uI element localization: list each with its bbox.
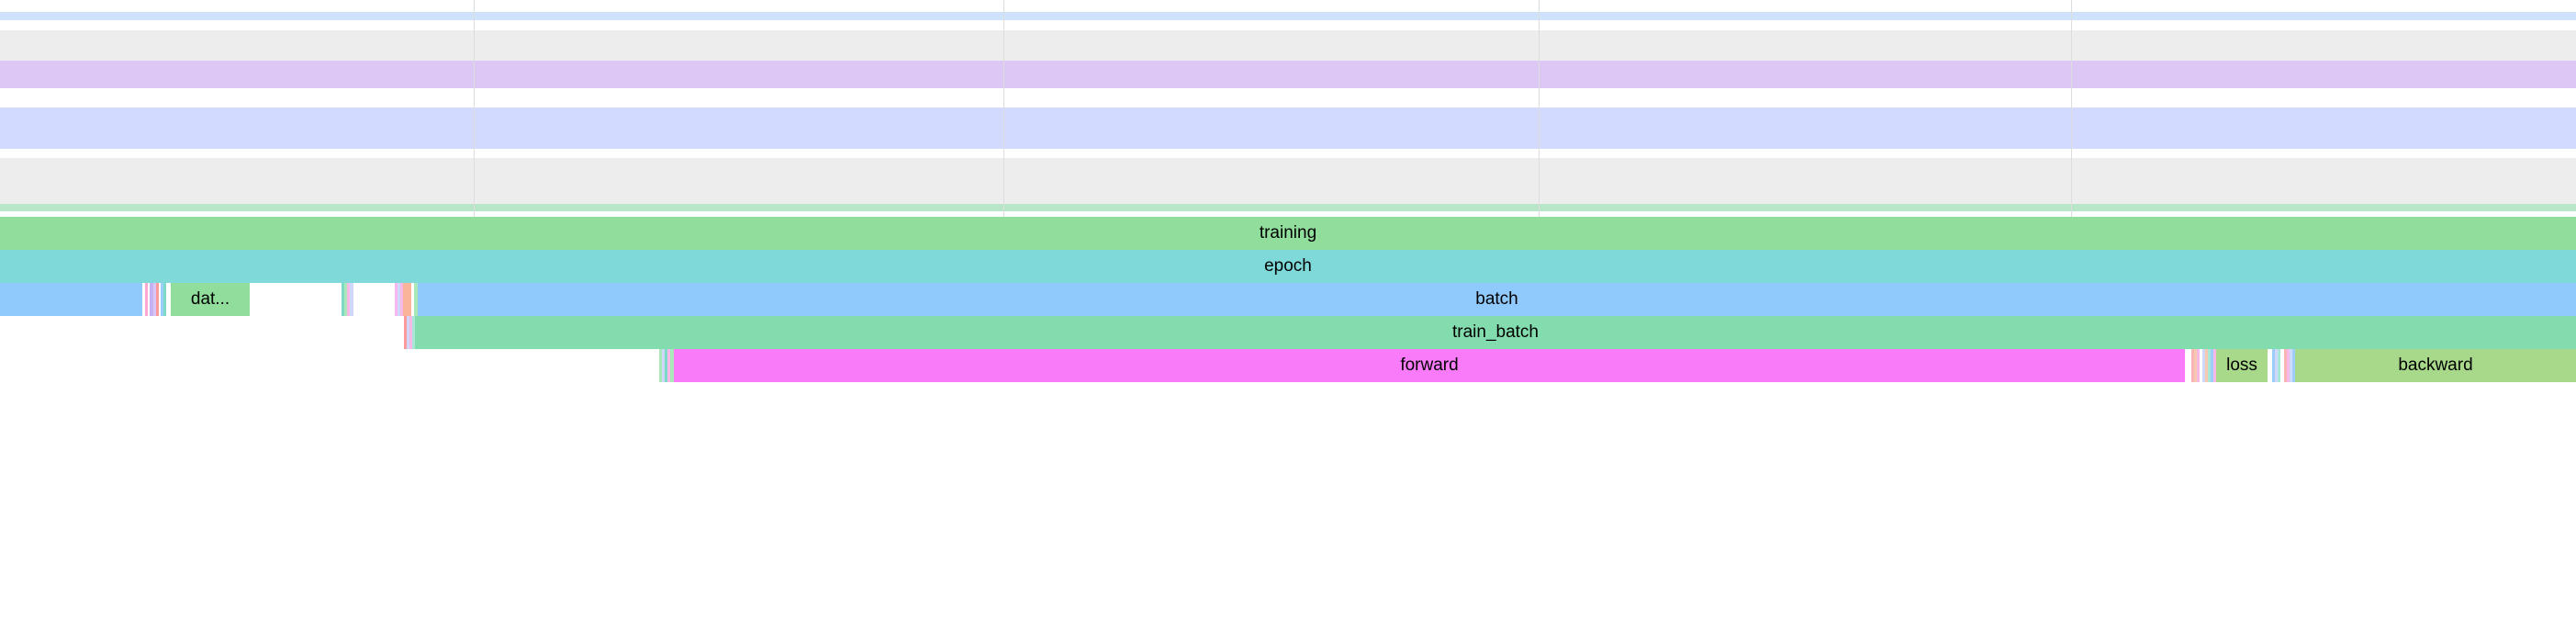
flame-frame-micro[interactable]: [2202, 349, 2205, 382]
training-row: training: [0, 217, 2576, 250]
flame-frame-backward[interactable]: backward: [2295, 349, 2576, 382]
flame-frame-micro[interactable]: [2213, 349, 2216, 382]
flame-frame-micro[interactable]: [414, 283, 418, 316]
flame-frame-label: train_batch: [1451, 322, 1539, 342]
flame-frame-micro[interactable]: [342, 283, 344, 316]
flame-frame-micro[interactable]: [0, 283, 142, 316]
flame-frame-micro[interactable]: [142, 283, 145, 316]
flame-frame-micro[interactable]: [2185, 349, 2191, 382]
flame-frame-micro[interactable]: [353, 283, 357, 316]
flame-frame-micro[interactable]: [347, 283, 350, 316]
flame-frame-micro[interactable]: [2200, 349, 2202, 382]
flame-frame-epoch[interactable]: epoch: [0, 250, 2576, 283]
flame-frame-micro[interactable]: [250, 283, 342, 316]
flame-frame-micro[interactable]: [156, 283, 159, 316]
flame-frame-micro[interactable]: [398, 283, 400, 316]
flame-frame-micro[interactable]: [2278, 349, 2280, 382]
flame-frame-micro[interactable]: [166, 283, 171, 316]
flame-frame-micro[interactable]: [153, 283, 156, 316]
flame-frame-micro[interactable]: [2272, 349, 2275, 382]
band-mint-thin[interactable]: [0, 204, 2576, 211]
flame-frame-micro[interactable]: [2191, 349, 2194, 382]
flame-frame-label: epoch: [1264, 256, 1312, 276]
flame-frame-micro[interactable]: [409, 316, 412, 349]
flame-frame-batch[interactable]: batch: [418, 283, 2576, 316]
flame-frame-forward[interactable]: forward: [674, 349, 2185, 382]
flame-frame-micro[interactable]: [350, 283, 353, 316]
band-periwinkle[interactable]: [0, 107, 2576, 149]
flame-frame-micro[interactable]: [659, 349, 662, 382]
flame-frame-micro[interactable]: [670, 349, 674, 382]
flame-frame-micro[interactable]: [344, 283, 347, 316]
flame-frame-micro[interactable]: [2290, 349, 2292, 382]
train-batch-row: train_batch: [0, 316, 2576, 349]
flame-frame-micro[interactable]: [2287, 349, 2290, 382]
flame-frame-micro[interactable]: [2194, 349, 2197, 382]
flame-frame-micro[interactable]: [404, 316, 407, 349]
flame-frame-micro[interactable]: [2275, 349, 2278, 382]
flame-frame-micro[interactable]: [2268, 349, 2272, 382]
flame-frame-label: training: [1259, 223, 1317, 243]
flame-frame-micro[interactable]: [2205, 349, 2208, 382]
flame-frame-micro[interactable]: [395, 283, 398, 316]
flame-frame-training[interactable]: training: [0, 217, 2576, 250]
flame-frame-train_batch[interactable]: train_batch: [415, 316, 2576, 349]
flame-frame-label: loss: [2226, 356, 2257, 375]
band-grey-lower[interactable]: [0, 158, 2576, 204]
flame-frame-micro[interactable]: [407, 316, 409, 349]
batch-row: dat... batch: [0, 283, 2576, 316]
flame-frame-micro[interactable]: [2280, 349, 2284, 382]
flame-frame-micro[interactable]: [412, 316, 415, 349]
epoch-row: epoch: [0, 250, 2576, 283]
flame-frame-micro[interactable]: [665, 349, 667, 382]
flame-frame-label: dat...: [190, 289, 230, 309]
flame-frame-label: forward: [1400, 356, 1459, 375]
forward-loss-backward-row: forward loss backward: [0, 349, 2576, 382]
flame-frame-micro[interactable]: [163, 283, 166, 316]
flame-frame-micro[interactable]: [403, 283, 411, 316]
flame-frame-micro[interactable]: [145, 283, 148, 316]
flame-frame-micro[interactable]: [667, 349, 670, 382]
band-lavender[interactable]: [0, 61, 2576, 88]
flame-frame-micro[interactable]: [159, 283, 161, 316]
band-grey-upper[interactable]: [0, 30, 2576, 61]
flame-frame-micro[interactable]: [161, 283, 163, 316]
flame-frame-loss[interactable]: loss: [2216, 349, 2268, 382]
flame-frame-micro[interactable]: [148, 283, 150, 316]
flame-frame-label: backward: [2398, 356, 2473, 375]
flame-frame-micro[interactable]: [2211, 349, 2213, 382]
flame-frame-dat[interactable]: dat...: [171, 283, 250, 316]
flame-frame-label: batch: [1475, 289, 1518, 309]
flame-frame-micro[interactable]: [2197, 349, 2200, 382]
band-light-blue-thin[interactable]: [0, 12, 2576, 20]
flame-frame-micro[interactable]: [2208, 349, 2211, 382]
flame-frame-micro[interactable]: [2284, 349, 2287, 382]
flame-frame-micro[interactable]: [662, 349, 665, 382]
flame-frame-micro[interactable]: [400, 283, 403, 316]
flame-frame-micro[interactable]: [150, 283, 153, 316]
flame-frame-micro[interactable]: [411, 283, 414, 316]
flame-frame-micro[interactable]: [2292, 349, 2295, 382]
timeline-bands[interactable]: [0, 0, 2576, 217]
